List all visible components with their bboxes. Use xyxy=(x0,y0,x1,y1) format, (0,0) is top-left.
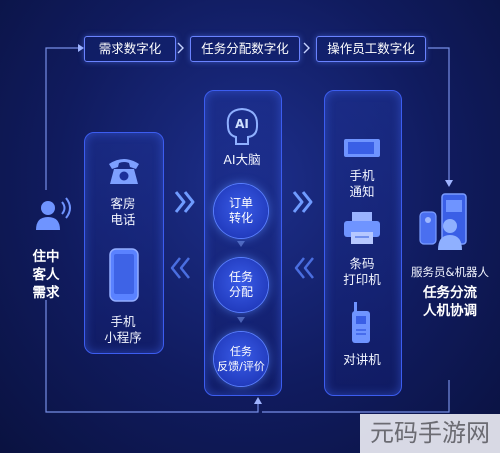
device-label-phone-notification: 手机 通知 xyxy=(349,168,375,199)
watermark-background xyxy=(360,414,500,453)
forward-chevron-right xyxy=(292,191,304,213)
device-label-barcode-printer: 条码 打印机 xyxy=(343,256,381,287)
right-title: 任务分流 人机协调 xyxy=(423,285,477,319)
mobile-phone-icon xyxy=(109,248,139,302)
step-task-feedback: 任务 反馈/评价 xyxy=(214,332,268,386)
ai-brain-label: AI大脑 xyxy=(223,152,261,167)
step-task-assignment-digitization: 任务分配数字化 xyxy=(190,36,300,62)
channel-label-phone: 客房 电话 xyxy=(110,196,136,227)
forward-chevron-left xyxy=(174,191,186,213)
walkie-talkie-icon xyxy=(352,302,370,343)
watermark-text: 元码手游网 xyxy=(370,419,490,447)
step-task-assignment: 任务 分配 xyxy=(214,258,268,312)
back-chevron-left xyxy=(179,257,190,279)
ai-brain-icon xyxy=(226,107,259,145)
phone-notification-icon xyxy=(344,139,380,157)
step-staff-digitization: 操作员工数字化 xyxy=(316,36,426,62)
back-chevron-right xyxy=(303,257,314,279)
barcode-printer-icon xyxy=(344,212,380,244)
step-demand-digitization: 需求数字化 xyxy=(84,36,176,62)
device-label-walkie-talkie: 对讲机 xyxy=(343,352,381,367)
right-subtitle: 服务员&机器人 xyxy=(411,265,489,279)
guest-speaking-icon xyxy=(36,197,71,230)
ai-badge: AI xyxy=(235,117,249,131)
guest-demand-title: 住中 客人 需求 xyxy=(32,249,60,301)
staff-robot-icon xyxy=(419,193,467,250)
telephone-icon xyxy=(109,159,139,184)
channel-label-mini-program: 手机 小程序 xyxy=(104,314,142,345)
step-order-conversion: 订单 转化 xyxy=(214,184,268,238)
